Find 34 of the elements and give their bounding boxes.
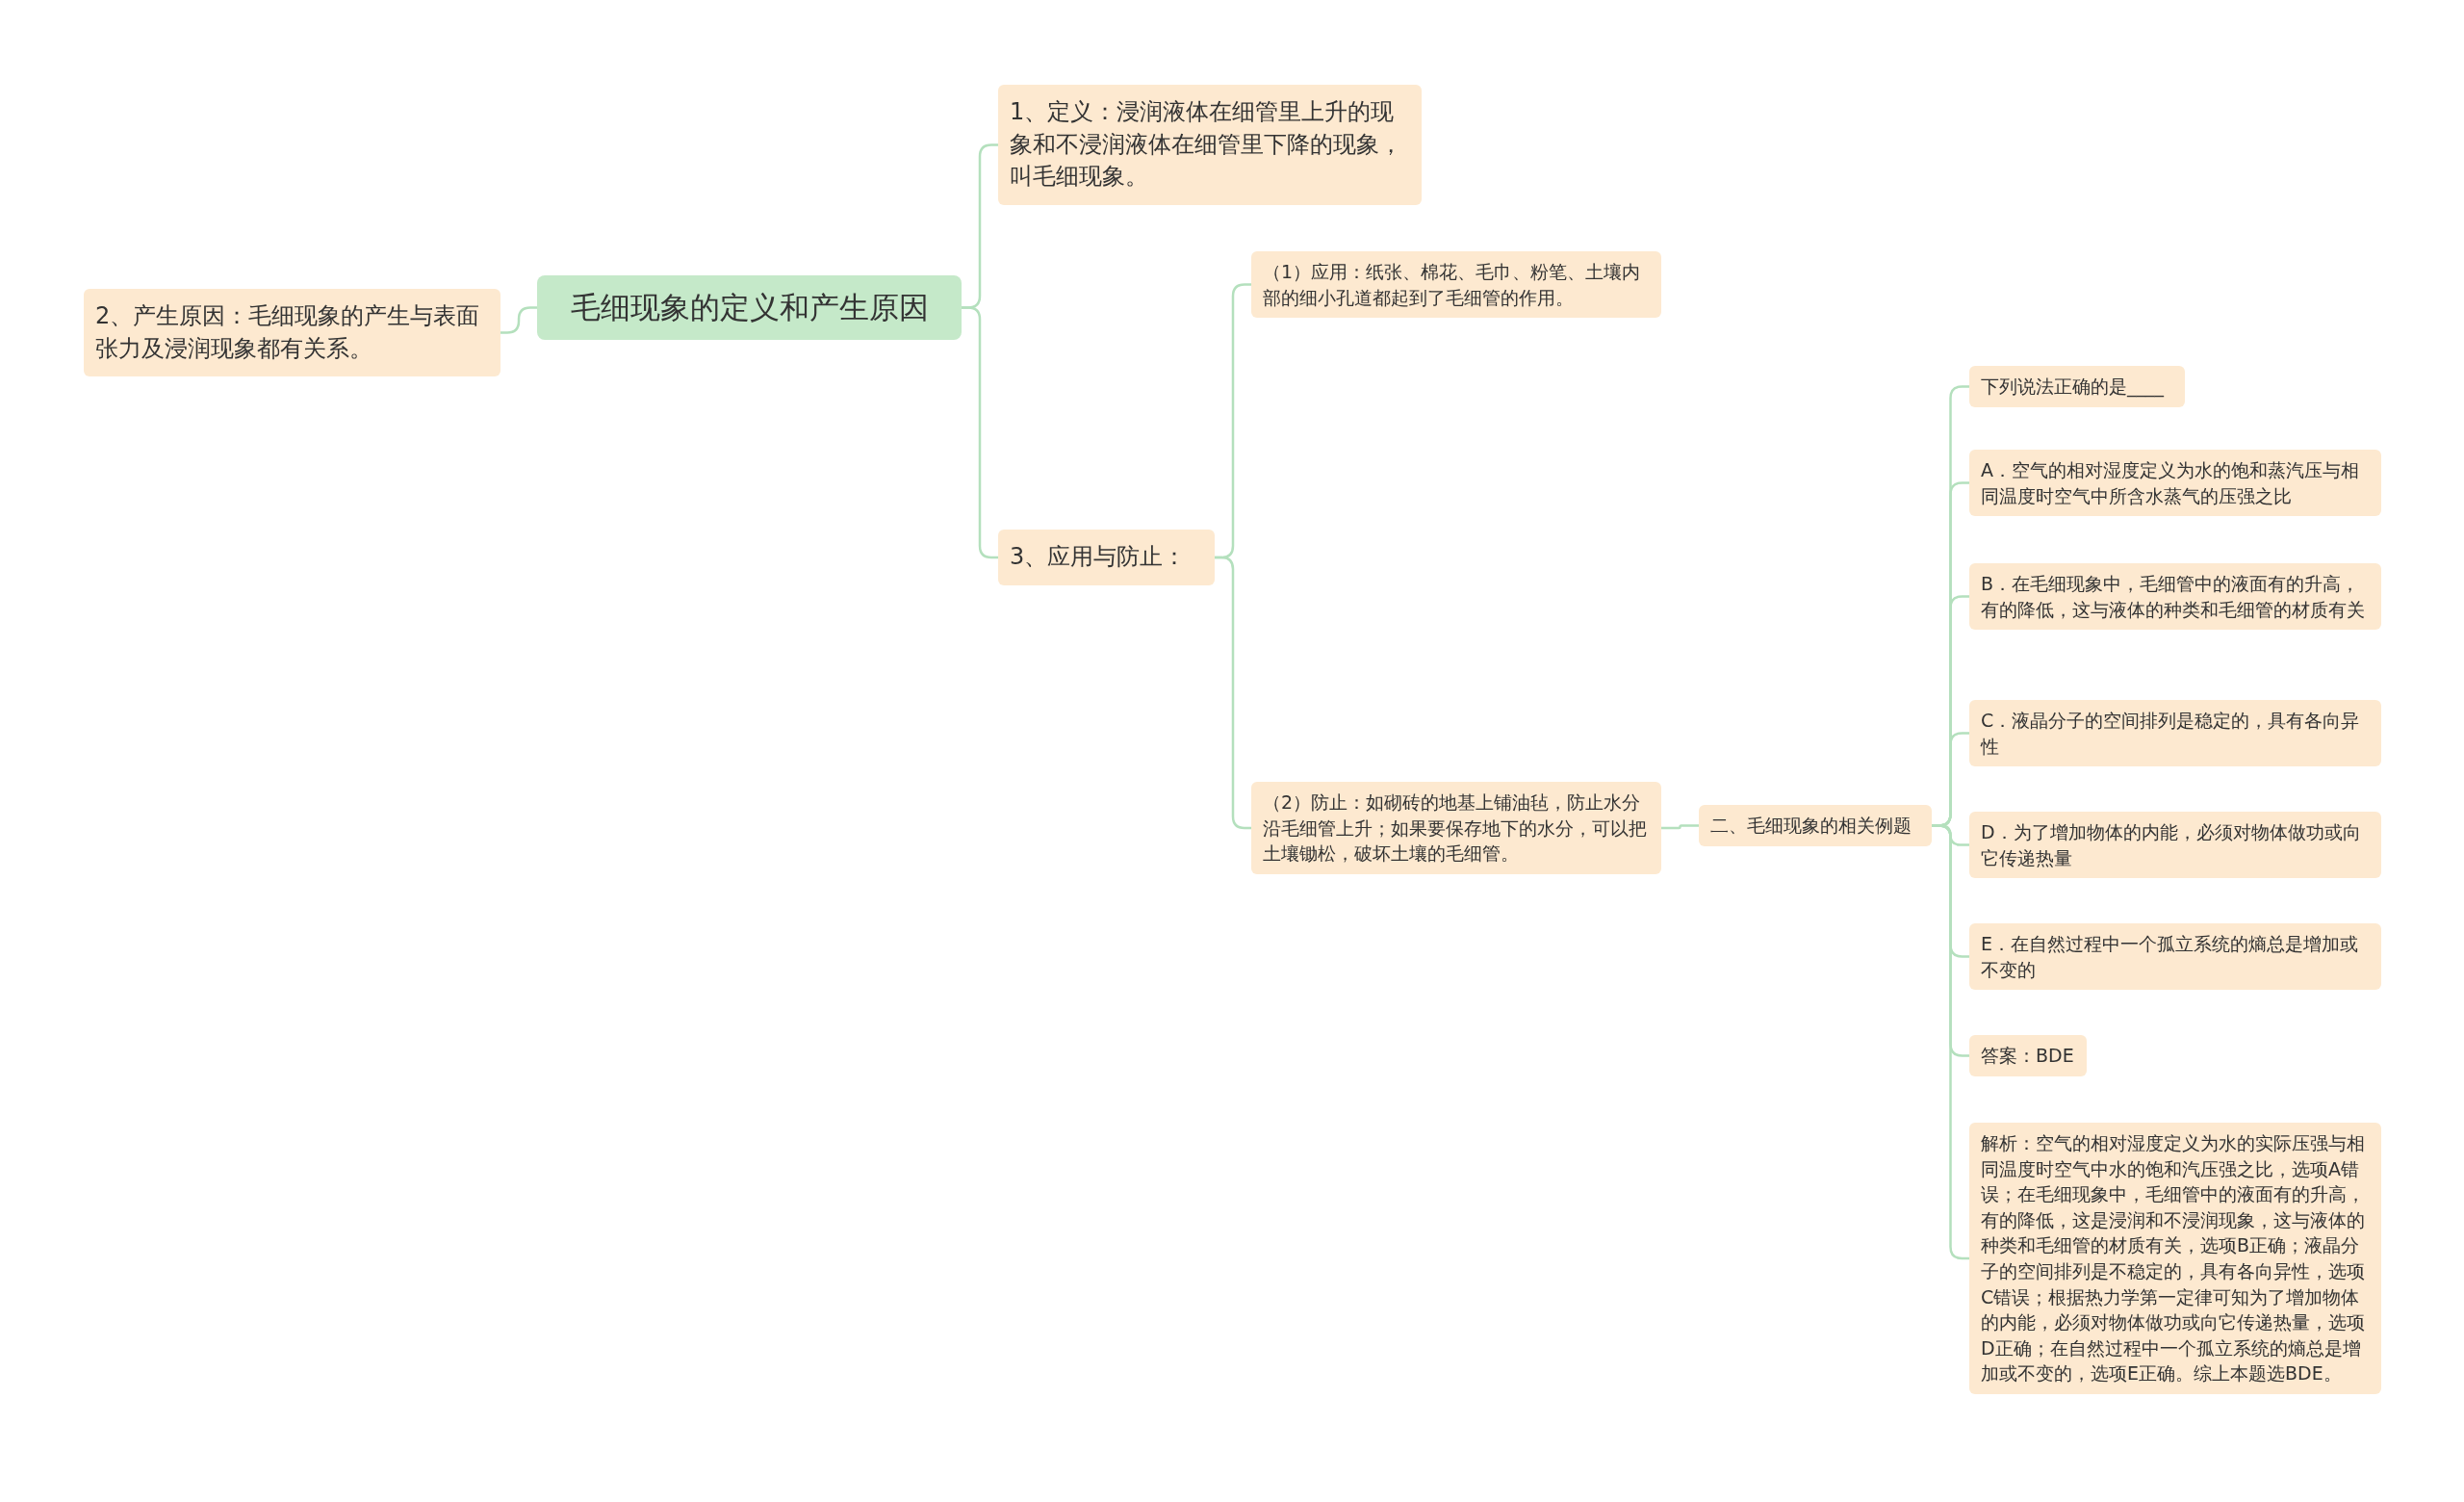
- branch-box: [84, 289, 500, 377]
- connector-line: [500, 306, 537, 334]
- leaf-box: [1969, 1035, 2087, 1076]
- node-text: D．为了增加物体的内能，必须对物体做功或向它传递热量: [1981, 820, 2362, 870]
- node-text: A．空气的相对湿度定义为水的饱和蒸汽压与相同温度时空气中所含水蒸气的压强之比: [1981, 458, 2360, 508]
- connector-line: [962, 306, 998, 559]
- node-text: 解析：空气的相对湿度定义为水的实际压强与相同温度时空气中水的饱和汽压强之比，选项A错误；在毛细现象中，毛细管中的液面有的升高，有的降低，这是浸润和不浸润现象，这与液体的种类和毛细管的材质有关，选项B正确；液晶分子的空间排列是不稳定的，具有各向异性，选项C错误；根据热力学第一定律可知为了增加物体的内能，必须对物体做功或向它传递热量，选项D正确；在自然过程中一个孤立系统的熵总是增加或不变的，选项E正确。综上本题选BDE。: [1981, 1131, 2366, 1386]
- branch-box: [998, 530, 1215, 585]
- node-text: 3、应用与防止：: [1010, 542, 1188, 572]
- leaf-box: [1969, 450, 2381, 517]
- node-text: C．液晶分子的空间排列是稳定的，具有各向异性: [1981, 709, 2361, 759]
- node-text: 二、毛细现象的相关例题: [1710, 814, 1912, 838]
- node-text: （1）应用：纸张、棉花、毛巾、粉笔、土壤内部的细小孔道都起到了毛细管的作用。: [1263, 260, 1642, 310]
- leaf-box: [1969, 700, 2381, 767]
- connector-line: [1661, 824, 1699, 830]
- node-text: 毛细现象的定义和产生原因: [569, 289, 930, 326]
- branch-box: [998, 85, 1422, 205]
- node-text: 下列说法正确的是____: [1981, 375, 2166, 400]
- connector-line: [1932, 824, 1969, 1260]
- leaf-box: [1251, 251, 1661, 319]
- node-text: E．在自然过程中一个孤立系统的熵总是增加或不变的: [1981, 932, 2359, 982]
- topic-box: [537, 275, 962, 341]
- leaf-box: [1251, 782, 1661, 874]
- leaf-box: [1969, 366, 2185, 407]
- node-text: 2、产生原因：毛细现象的产生与表面张力及浸润现象都有关系。: [95, 301, 481, 364]
- leaf-box: [1969, 563, 2381, 631]
- leaf-box: [1969, 923, 2381, 991]
- node-text: B．在毛细现象中，毛细管中的液面有的升高，有的降低，这与液体的种类和毛细管的材质有关: [1981, 572, 2366, 622]
- branch-box: [1699, 805, 1932, 846]
- node-text: （2）防止：如砌砖的地基上铺油毡，防止水分沿毛细管上升；如果要保存地下的水分，可以把土壤锄松，破坏土壤的毛细管。: [1263, 790, 1648, 867]
- connector-line: [1215, 556, 1251, 830]
- node-text: 答案：BDE: [1981, 1044, 2075, 1068]
- leaf-box: [1969, 812, 2381, 879]
- node-text: 1、定义：浸润液体在细管里上升的现象和不浸润液体在细管里下降的现象，叫毛细现象。: [1010, 97, 1403, 193]
